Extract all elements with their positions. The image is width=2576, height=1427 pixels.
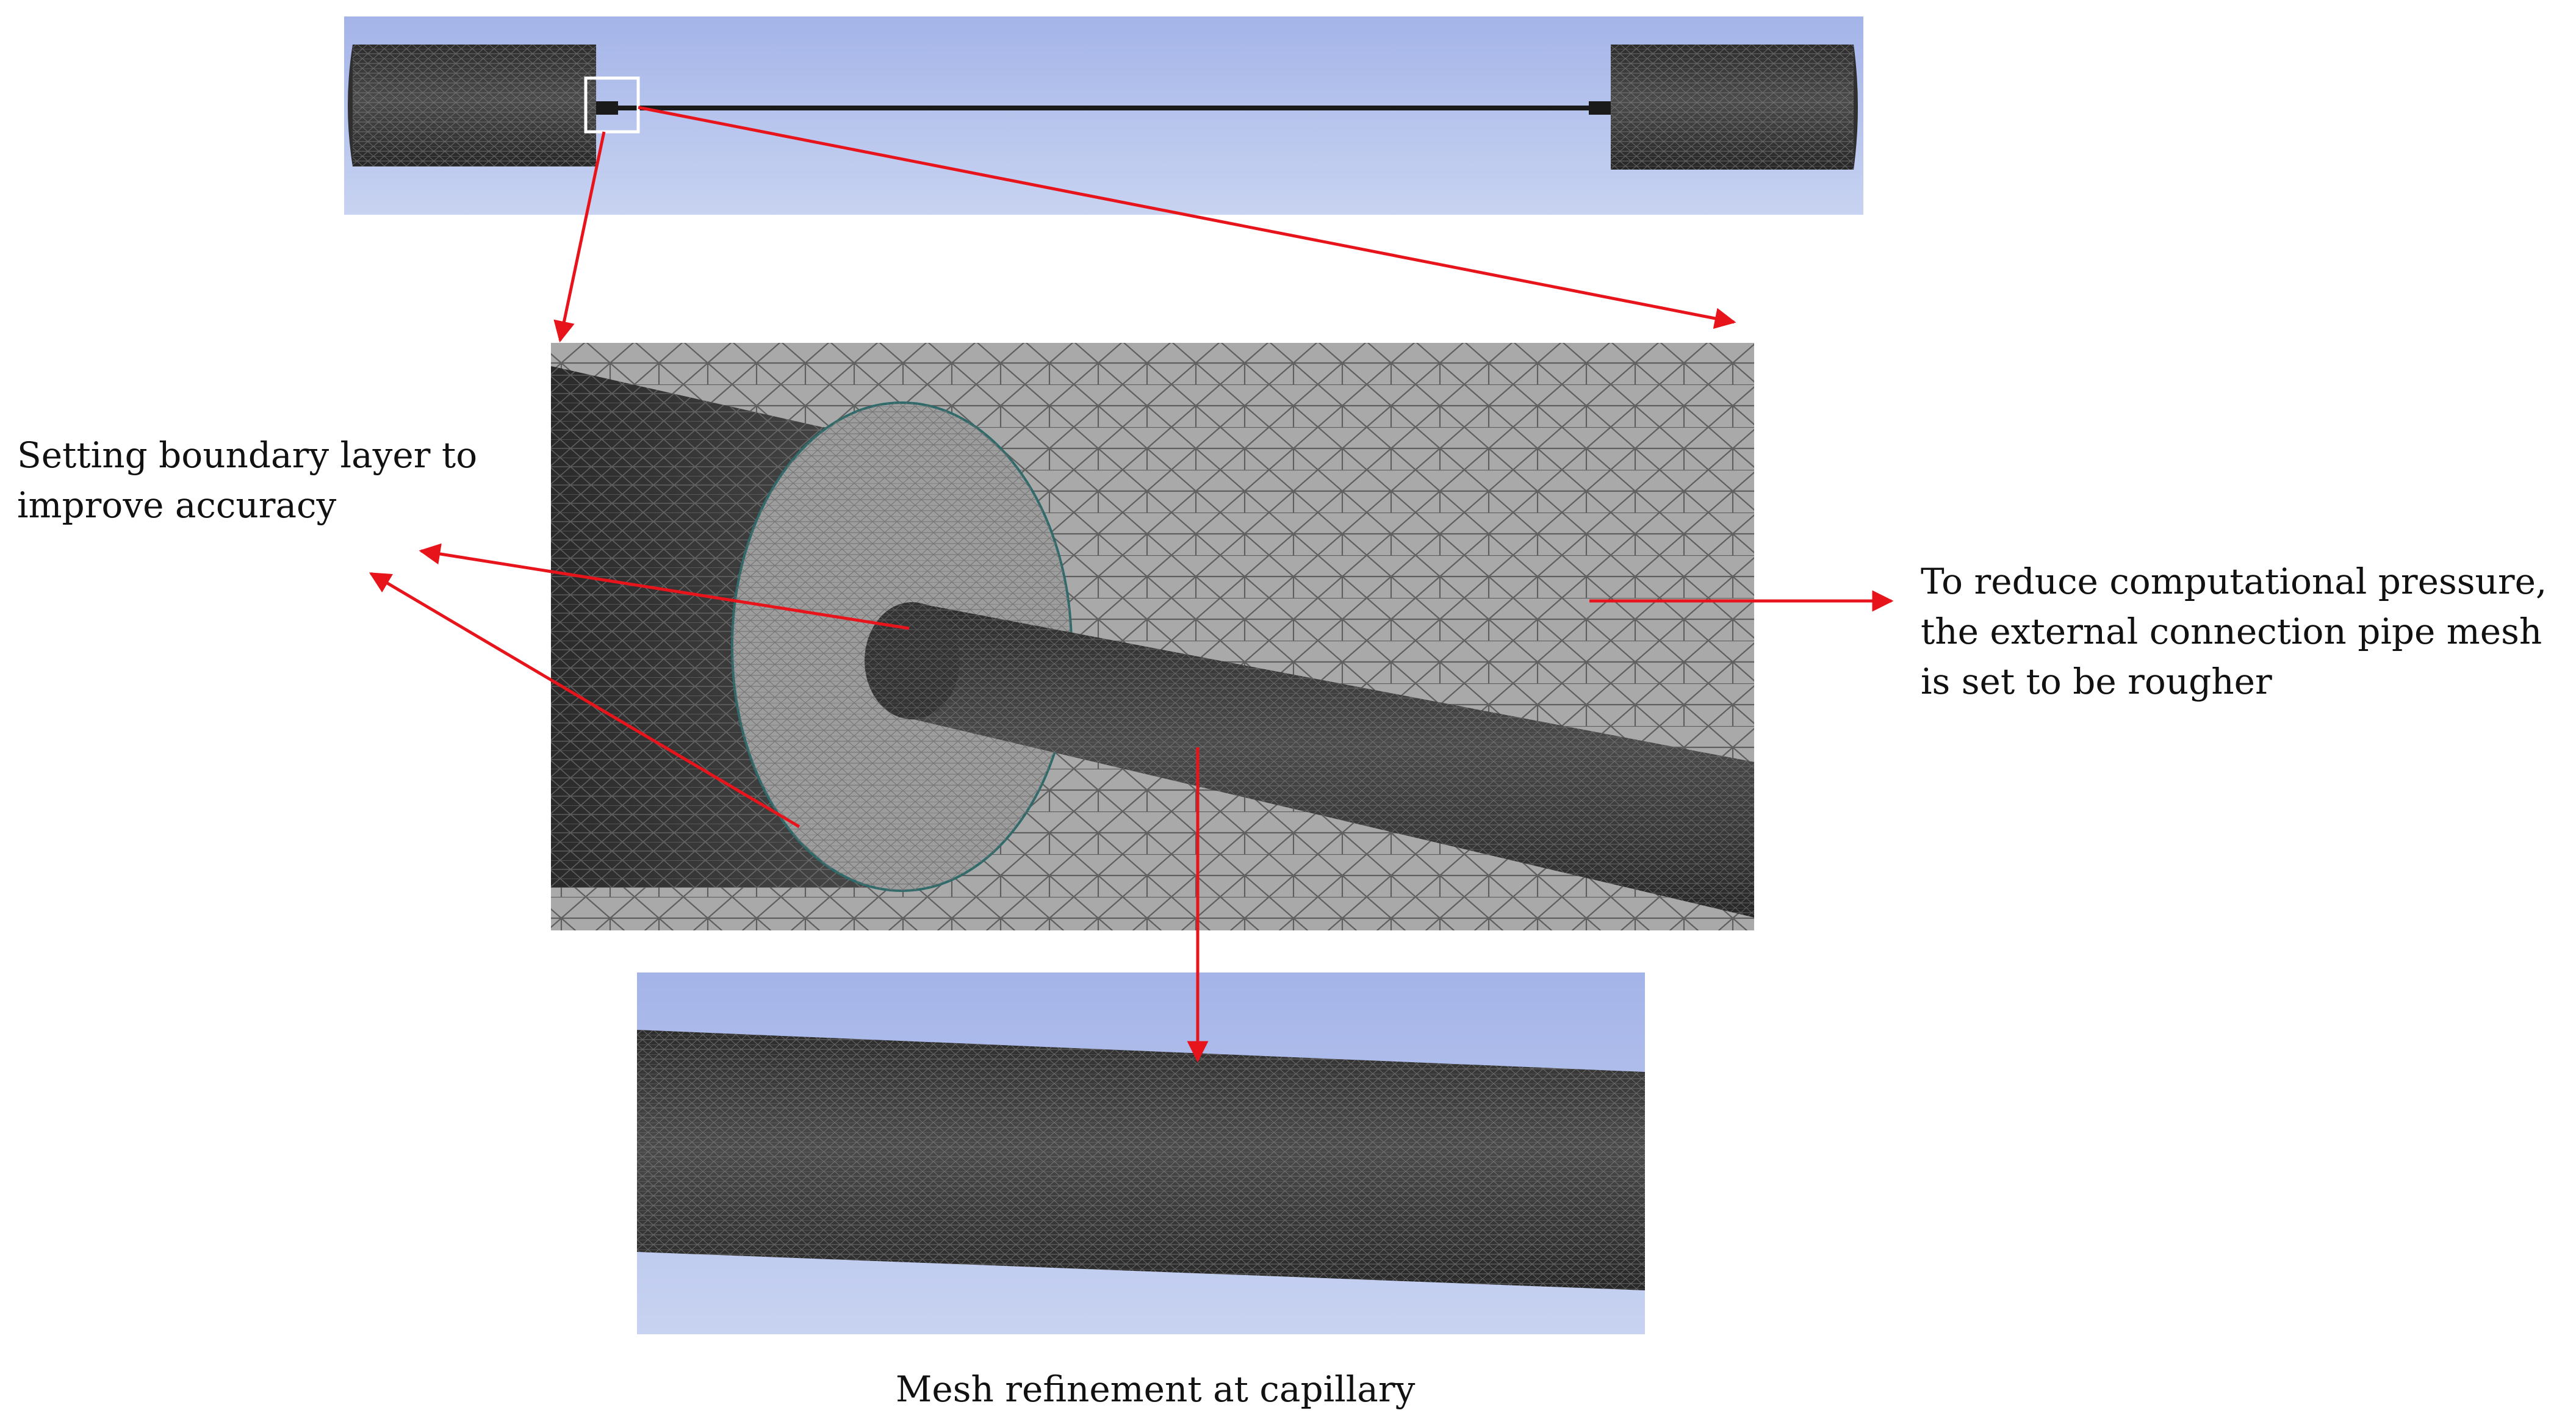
- left-connector: [596, 101, 618, 115]
- pressure-line2: the external connection pipe mesh: [1921, 611, 2542, 652]
- annotation-arrows: [369, 106, 1894, 1063]
- pressure-line3: is set to be rougher: [1921, 661, 2272, 702]
- arrow-boundary-layer-1: [419, 543, 910, 630]
- pressure-annotation: To reduce computational pressure, the ex…: [1921, 556, 2547, 706]
- right-connector: [1589, 101, 1611, 115]
- capillary-tube: [865, 602, 1754, 918]
- arrow-boundary-layer-2: [369, 572, 801, 829]
- arrow-to-detail-right: [638, 106, 1736, 329]
- boundary-layer-line2: improve accuracy: [17, 484, 337, 526]
- overview-panel: [344, 16, 1863, 215]
- capillary-panel: [637, 972, 1645, 1334]
- zoom-region-box: [584, 76, 640, 134]
- right-reservoir: [1611, 45, 1858, 170]
- pressure-line1: To reduce computational pressure,: [1921, 561, 2547, 602]
- overview-viewport: [344, 16, 1863, 215]
- left-reservoir: [348, 45, 596, 167]
- figure-caption: Mesh refinement at capillary: [896, 1368, 1416, 1410]
- overview-capillary: [596, 106, 1611, 110]
- arrow-to-detail-left: [553, 131, 606, 343]
- detail-panel: [551, 343, 1754, 930]
- boundary-layer-line1: Setting boundary layer to: [17, 434, 478, 476]
- boundary-layer-annotation: Setting boundary layer to improve accura…: [17, 430, 477, 530]
